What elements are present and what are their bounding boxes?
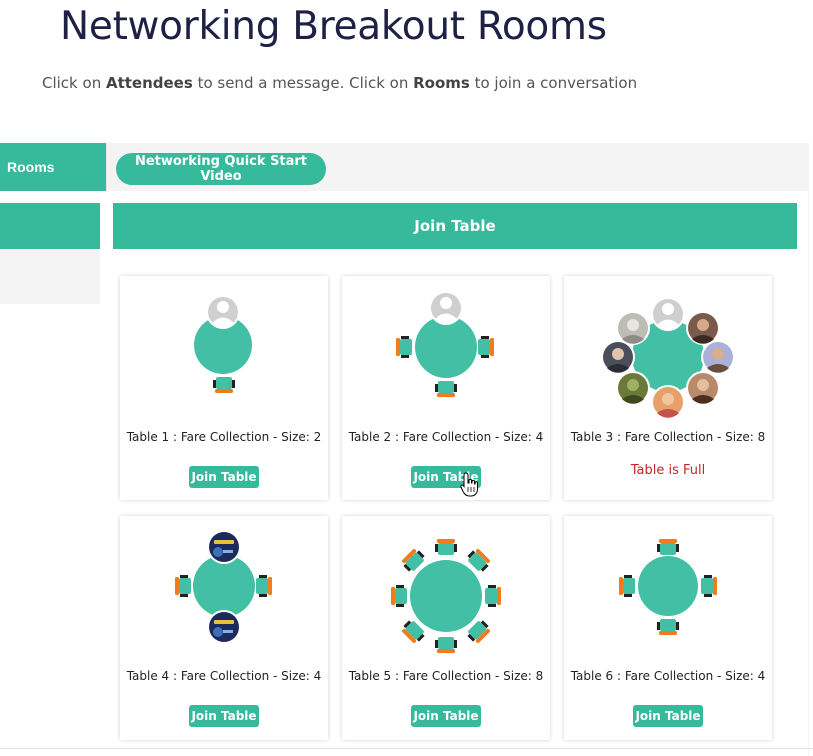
table-label: Table 3 : Fare Collection - Size: 8 [570,430,766,444]
table-label: Table 4 : Fare Collection - Size: 4 [126,669,322,683]
join-table-button[interactable]: Join Table [411,705,481,727]
table-card-6: Table 6 : Fare Collection - Size: 4 Join… [564,516,772,740]
bottom-divider [0,748,813,749]
avatar-icon [429,291,463,325]
avatar-icon [651,297,685,331]
chair-icon [256,575,272,597]
avatar-icon [701,340,735,374]
table-1-illustration [194,295,252,393]
chair-icon [175,575,191,597]
avatar-icon [686,371,720,405]
join-table-button[interactable]: Join Table [189,466,259,488]
avatar-icon [206,295,240,329]
chair-icon [401,620,425,644]
table-5-illustration [391,539,501,653]
rooms-link: Rooms [413,74,470,92]
chair-icon [401,548,425,572]
table-label: Table 5 : Fare Collection - Size: 8 [348,669,544,683]
table-2-illustration [396,291,494,397]
chair-icon [478,336,494,358]
table-card-4: Table 4 : Fare Collection - Size: 4 Join… [120,516,328,740]
table-4-illustration [175,530,272,644]
table-6-illustration [619,539,717,635]
chair-icon [657,539,679,555]
table-3-illustration [601,297,735,419]
chair-icon [467,548,491,572]
attendees-link: Attendees [105,74,193,92]
table-icon [638,556,698,616]
table-icon [194,316,252,374]
avatar-icon [616,371,650,405]
chair-icon [396,336,412,358]
table-card-2: Table 2 : Fare Collection - Size: 4 Join… [342,276,550,500]
chair-icon [657,619,679,635]
avatar-icon [651,385,685,419]
table-card-3: Table 3 : Fare Collection - Size: 8 Tabl… [564,276,772,500]
avatar-icon [207,610,241,644]
table-icon [632,320,704,392]
table-icon [415,316,477,378]
quick-start-video-button[interactable]: Networking Quick Start Video [116,153,326,185]
join-table-button[interactable]: Join Table [189,705,259,727]
chair-icon [619,575,635,597]
table-icon [193,555,255,617]
table-card-1: Table 1 : Fare Collection - Size: 2 Join… [120,276,328,500]
chair-icon [467,620,491,644]
table-card-5: Table 5 : Fare Collection - Size: 8 Join… [342,516,550,740]
join-table-banner: Join Table [113,203,797,249]
sidebar-panel [0,249,100,304]
join-table-button[interactable]: Join Table [633,705,703,727]
table-full-status: Table is Full [630,463,706,478]
avatar-icon [601,340,635,374]
sidebar-item-rooms[interactable]: Rooms [0,143,106,191]
table-label: Table 1 : Fare Collection - Size: 2 [126,430,322,444]
chair-icon [435,539,457,555]
avatar-icon [616,311,650,345]
avatar-icon [207,530,241,564]
sidebar-item[interactable] [0,203,100,249]
chair-icon [485,585,501,607]
table-label: Table 6 : Fare Collection - Size: 4 [570,669,766,683]
avatar-icon [686,311,720,345]
table-label: Table 2 : Fare Collection - Size: 4 [348,430,544,444]
hand-cursor-icon [460,472,478,497]
instructions: Click on Attendees to send a message. Cl… [42,74,638,92]
table-icon [410,560,482,632]
chair-icon [391,585,407,607]
page-title: Networking Breakout Rooms [60,4,607,49]
chair-icon [435,381,457,397]
chair-icon [213,377,235,393]
chair-icon [701,575,717,597]
chair-icon [435,637,457,653]
